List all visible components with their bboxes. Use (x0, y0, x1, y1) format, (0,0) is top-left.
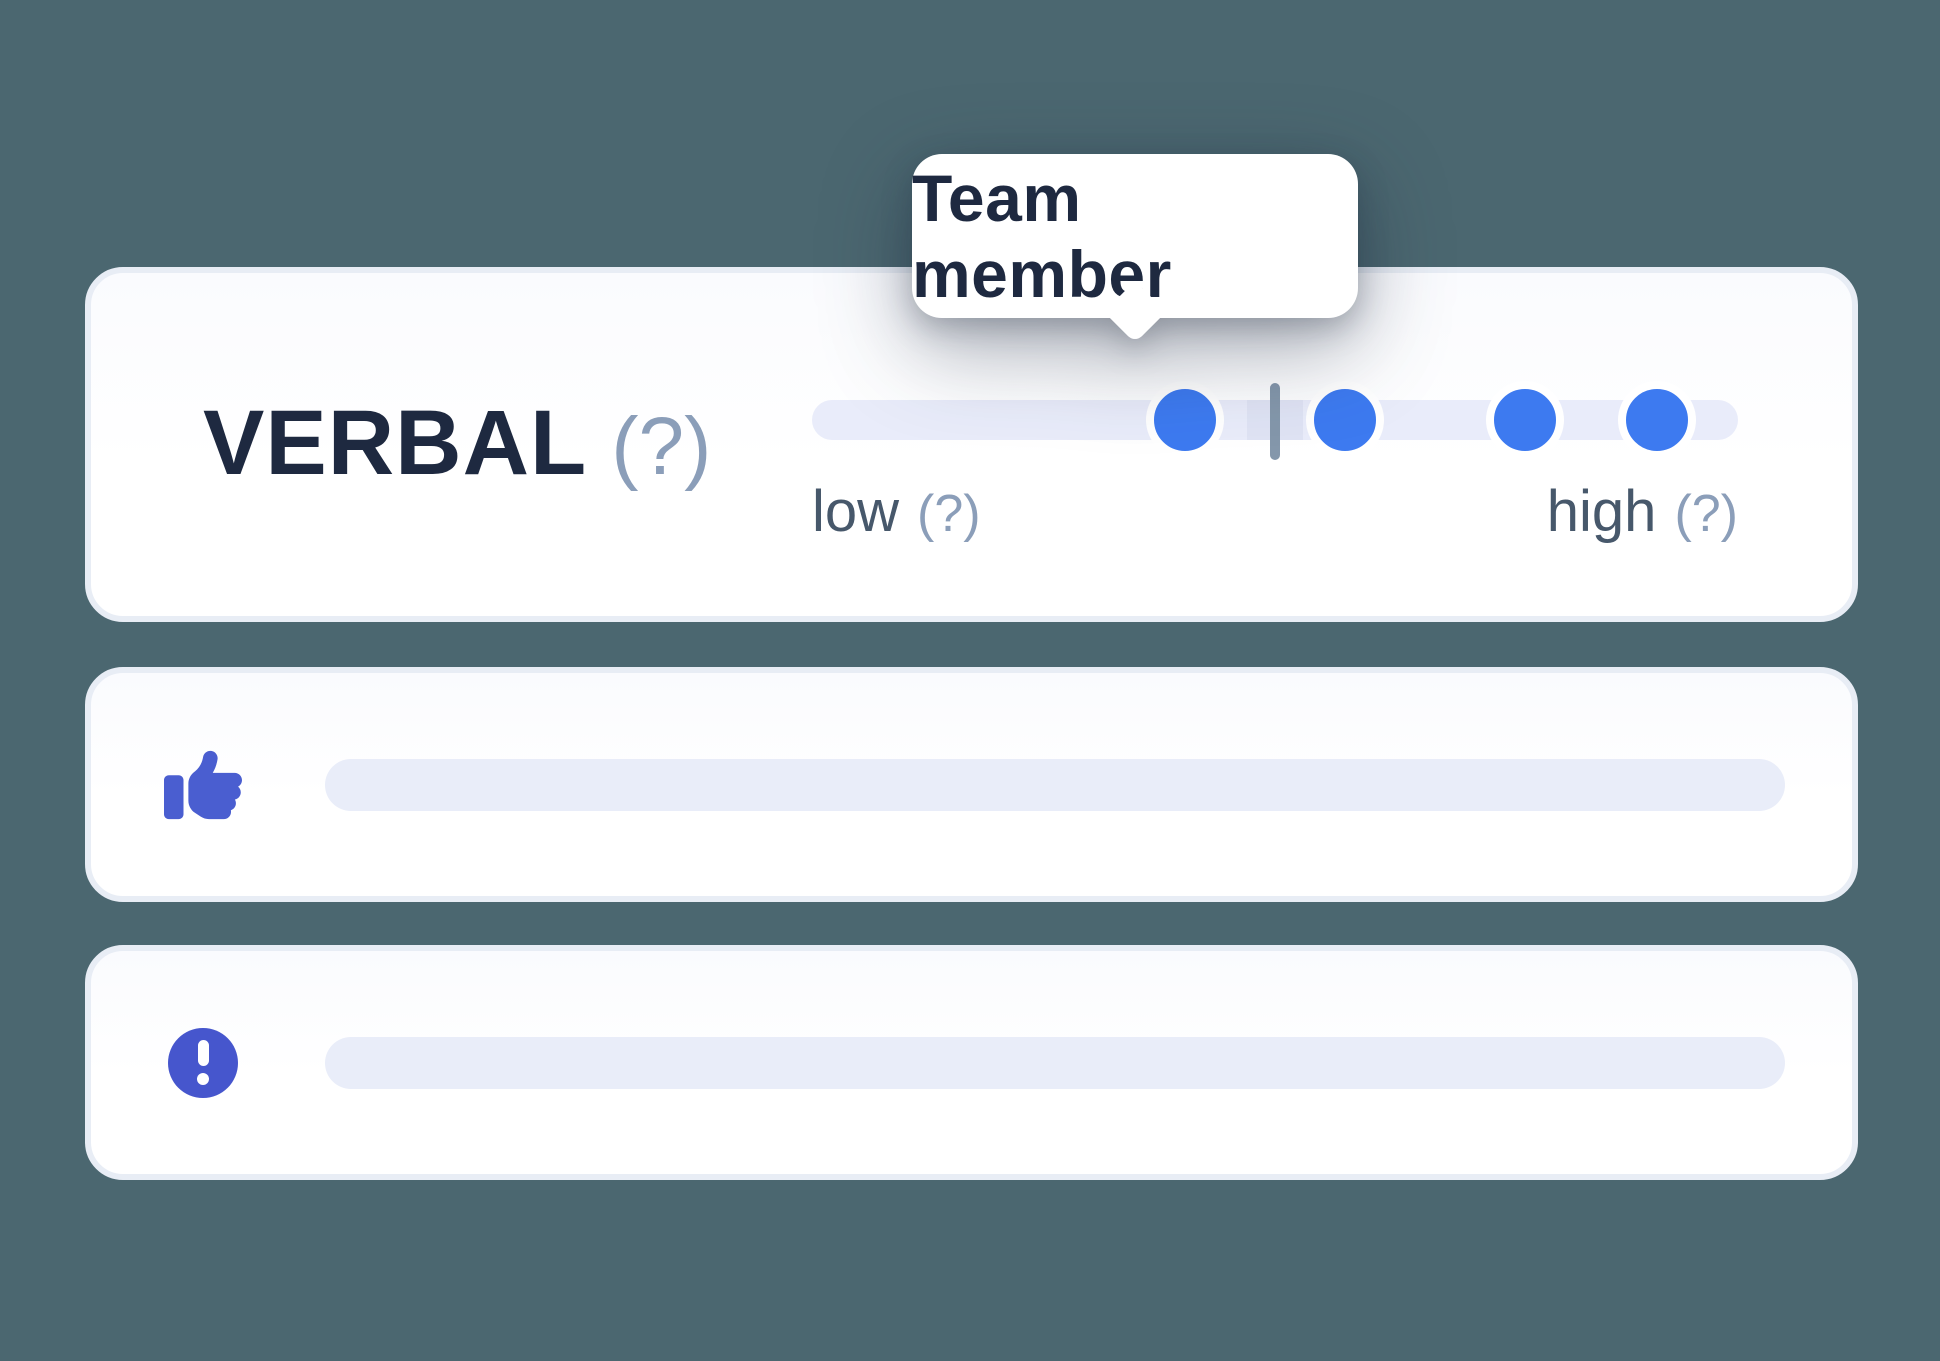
feedback-text-placeholder (325, 758, 1785, 811)
verbal-score-card: VERBAL (?) low (?) high (?) (85, 267, 1858, 622)
verbal-help-link[interactable]: (?) (611, 401, 712, 492)
verbal-label: VERBAL (203, 392, 588, 494)
low-label: low (812, 479, 900, 544)
alert-icon (163, 1023, 243, 1103)
team-member-dot[interactable] (1146, 381, 1225, 459)
thumbs-up-icon (163, 745, 243, 825)
verbal-slider[interactable] (812, 381, 1738, 460)
feedback-text-placeholder (325, 1036, 1785, 1089)
verbal-title-row: VERBAL (?) (203, 391, 711, 496)
high-help-link[interactable]: (?) (1674, 485, 1738, 543)
low-label-row: low (?) (812, 478, 981, 545)
benchmark-marker (1270, 383, 1280, 460)
high-label-row: high (?) (1547, 478, 1738, 545)
improvement-feedback-card (85, 945, 1858, 1180)
low-help-link[interactable]: (?) (917, 485, 981, 543)
team-member-tooltip: Team member (912, 154, 1358, 344)
positive-feedback-card (85, 667, 1858, 902)
high-label: high (1546, 479, 1657, 544)
team-member-dot[interactable] (1618, 381, 1697, 459)
team-member-dot[interactable] (1306, 381, 1385, 459)
team-member-dot[interactable] (1486, 381, 1565, 459)
